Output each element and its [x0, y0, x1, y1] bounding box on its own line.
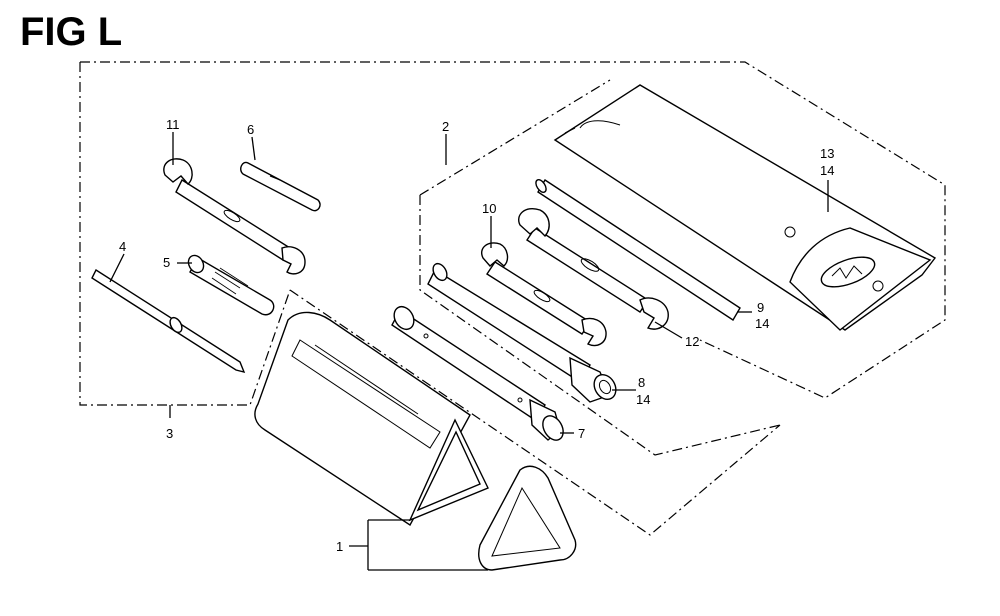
socket-tube	[391, 305, 564, 441]
group-boundary-set-2	[419, 79, 781, 456]
callout-13-14: 14	[820, 163, 834, 178]
group-boundary-main-kit	[80, 61, 946, 399]
open-end-wrench-11	[163, 158, 306, 275]
callout-7: 7	[578, 426, 585, 441]
group-boundary-small-tools	[79, 62, 291, 406]
extension-bar	[535, 179, 741, 321]
open-end-wrench-10	[481, 242, 607, 347]
group-boundary-tool-bag	[289, 289, 781, 536]
callout-9: 9	[757, 300, 764, 315]
callout-10: 10	[482, 201, 496, 216]
screwdriver-bit	[240, 161, 321, 212]
callout-8-14: 14	[636, 392, 650, 407]
callout-8: 8	[638, 375, 645, 390]
screwdriver-shaft	[91, 268, 246, 374]
callout-9-14: 14	[755, 316, 769, 331]
callout-1: 1	[336, 539, 343, 554]
callout-12: 12	[685, 334, 699, 349]
callout-13: 13	[820, 146, 834, 161]
box-wrench	[427, 262, 617, 403]
callout-5: 5	[163, 255, 170, 270]
open-end-wrench-12	[518, 208, 669, 330]
callout-6: 6	[247, 122, 254, 137]
callout-11: 11	[166, 117, 180, 132]
callout-4: 4	[119, 239, 126, 254]
tool-bag	[254, 311, 577, 571]
callout-2: 2	[442, 119, 449, 134]
leader-lines	[109, 132, 829, 571]
screwdriver-handle	[187, 254, 275, 316]
tool-roll	[553, 84, 937, 331]
callout-3: 3	[166, 426, 173, 441]
figure-title: FIG L	[20, 10, 122, 54]
